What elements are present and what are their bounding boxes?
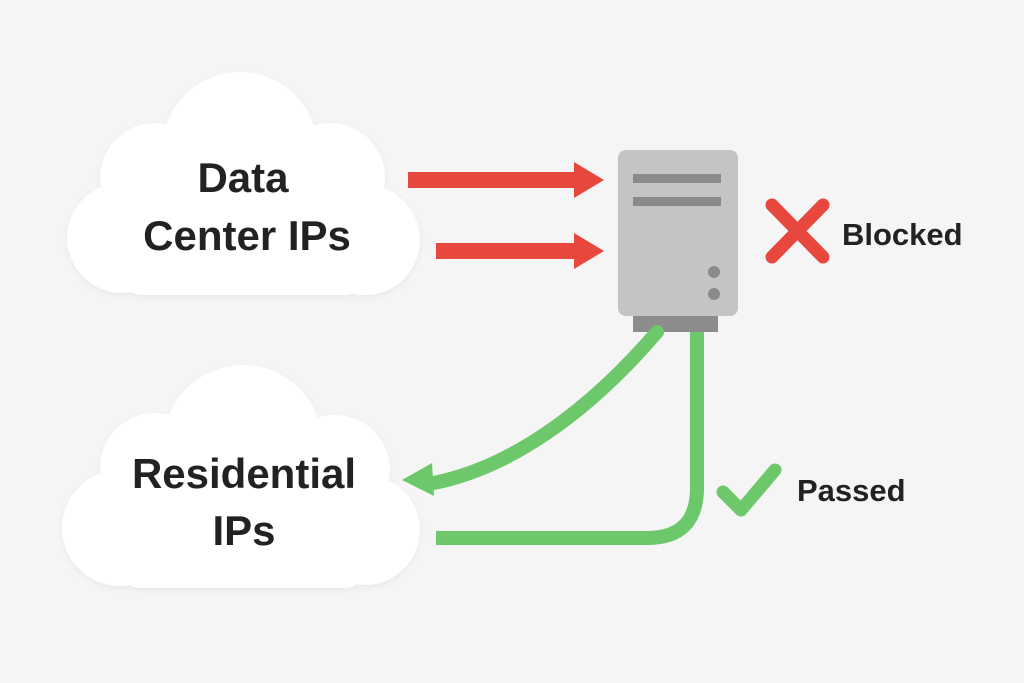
blocked-arrow-top [408,162,604,198]
cross-icon [765,198,830,264]
blocked-label: Blocked [842,217,963,252]
residential-cloud-label-line2: IPs [212,507,275,554]
passed-label: Passed [797,473,906,508]
residential-cloud-label-line1: Residential [132,450,356,497]
passed-path-curve [402,325,664,496]
datacenter-cloud-label-line2: Center IPs [143,212,351,259]
datacenter-cloud-label-line1: Data [197,154,289,201]
residential-cloud [62,365,420,588]
datacenter-cloud [67,72,420,295]
server-icon [618,150,738,332]
passed-path-elbow [436,332,704,545]
checkmark-icon [716,463,782,517]
blocked-arrow-bottom [436,233,604,269]
